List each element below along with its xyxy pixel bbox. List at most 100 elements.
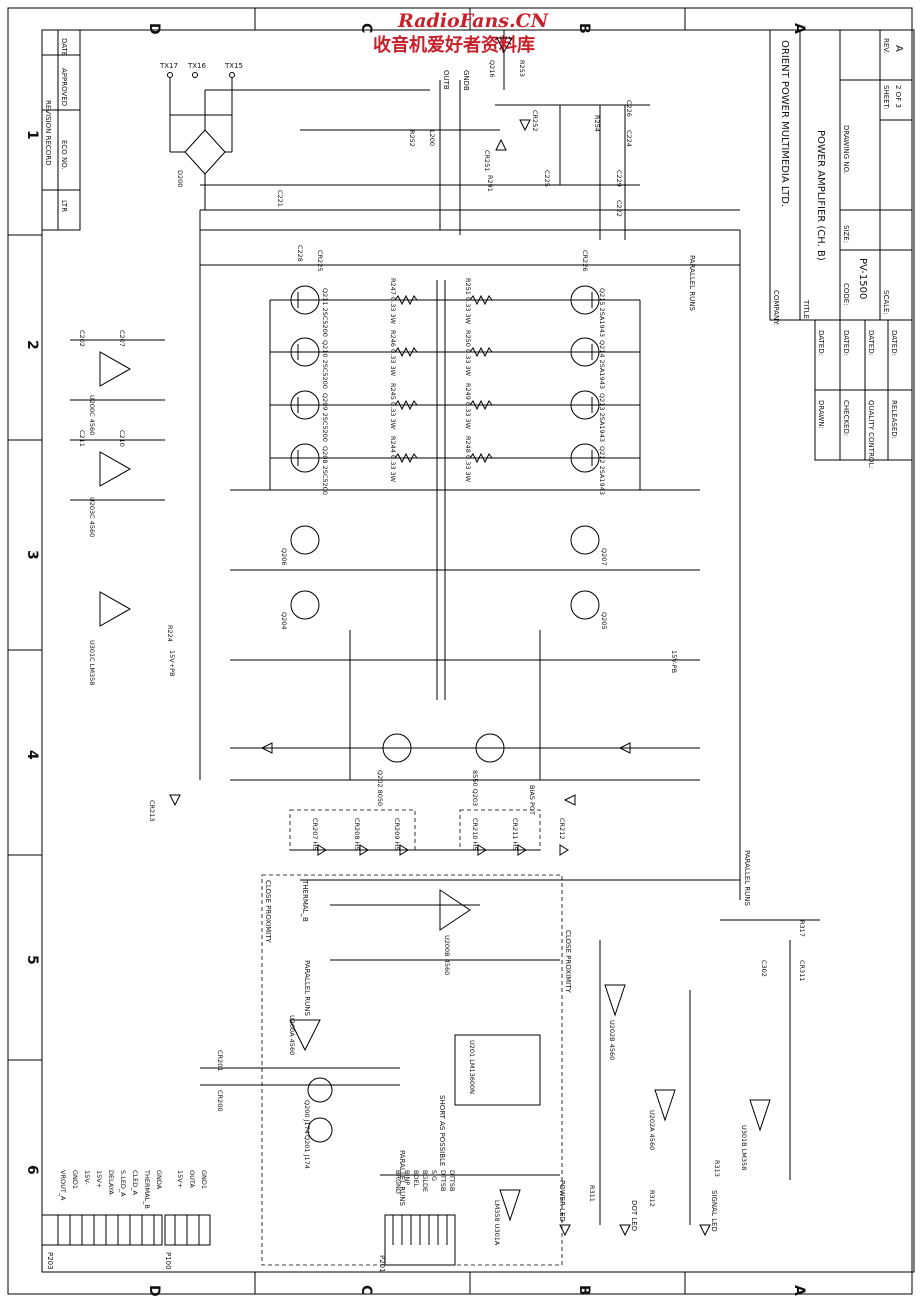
svg-text:CR209 HS: CR209 HS — [393, 818, 401, 851]
svg-text:U200A 4560: U200A 4560 — [288, 1015, 296, 1055]
svg-text:U203C 4560: U203C 4560 — [88, 497, 96, 537]
pin-p201-pins-4: BGLDE — [421, 1170, 429, 1192]
label-parallel-runs-3: PARALLEL RUNS — [398, 1150, 406, 1207]
resistor-label-r250: R250 0.33 3W — [464, 330, 472, 377]
title-company: ORIENT POWER MULTIMEDIA LTD. — [779, 40, 790, 207]
svg-text:C229: C229 — [615, 170, 623, 187]
watermark-subtitle: 收音机爱好者资料库 — [373, 34, 535, 56]
opamp-u301c — [99, 591, 132, 627]
grid-row-5: 5 — [24, 955, 40, 965]
resistor-r246 — [394, 346, 418, 358]
label-parallel-runs-2: PARALLEL RUNS — [303, 960, 311, 1017]
rail-tx17: TX17 — [159, 62, 178, 70]
svg-text:U202B 4560: U202B 4560 — [608, 1020, 616, 1060]
svg-text:C211: C211 — [78, 430, 86, 447]
label-close-proximity: CLOSE PROXIMITY — [264, 880, 272, 944]
bridge-rectifier-d200 — [184, 129, 226, 175]
p100-name: P100 — [164, 1252, 172, 1270]
opamp-u200a — [289, 1019, 321, 1052]
pin-p201-pins-7: DTTSB — [448, 1170, 456, 1191]
svg-text:C202: C202 — [78, 330, 86, 347]
p201-name: P201 — [378, 1255, 386, 1273]
transistor-q204 — [290, 590, 320, 620]
svg-text:Q202 8050: Q202 8050 — [376, 770, 384, 806]
opamp-u202b — [604, 984, 626, 1017]
led-section: POWER LED DOT LED SIGNAL LED R311 R312 R… — [558, 1160, 721, 1237]
resistor-r251 — [469, 294, 493, 306]
label-dot-led: DOT LED — [630, 1200, 638, 1231]
revision-record: REVISION RECORD LTR ECO NO. APPROVED DAT… — [41, 29, 81, 231]
svg-text:C302: C302 — [760, 960, 768, 977]
svg-text:8550 Q203: 8550 Q203 — [471, 770, 479, 806]
transistor-q200 — [307, 1077, 333, 1103]
rev-header-ltr: LTR — [60, 200, 68, 212]
grid-row-6: 6 — [24, 1165, 40, 1175]
svg-text:CR225: CR225 — [316, 250, 324, 271]
grid-col-b: B — [576, 23, 592, 34]
driver-stage: Q206 Q207 Q204 Q205 Q202 8050 8550 Q203 … — [148, 525, 700, 821]
svg-text:R317: R317 — [798, 920, 806, 937]
transistor-q214 — [570, 337, 600, 367]
label-gndb: GNDB — [462, 70, 470, 91]
transistor-label-q209: Q209 2SC5200 — [321, 393, 329, 442]
pin-p203-pins-1: VROUT_A — [59, 1170, 67, 1201]
pin-p203-pins-3: 15V- — [83, 1170, 91, 1185]
label-power-led: POWER LED — [558, 1180, 566, 1222]
grid-rows: 1 2 3 4 5 6 — [24, 130, 40, 1175]
svg-text:CR207 HS: CR207 HS — [311, 818, 319, 851]
opamp-u200b — [439, 889, 471, 931]
rail-tx16: TX16 — [187, 62, 207, 70]
title-block: ORIENT POWER MULTIMEDIA LTD. COMPANY: PO… — [769, 29, 913, 326]
label-parallel-runs-4: PARALLEL RUNS — [743, 850, 751, 907]
transistor-q212 — [570, 443, 600, 473]
code-label: CODE: — [842, 283, 850, 306]
grid-col-a: A — [791, 23, 807, 34]
transistor-q201 — [307, 1117, 333, 1143]
svg-text:CR201: CR201 — [216, 1050, 224, 1071]
svg-text:R252: R252 — [408, 130, 416, 147]
svg-text:CR211 HS: CR211 HS — [511, 818, 519, 851]
code-value: PV-1500 — [857, 258, 868, 299]
resistor-label-r244: R244 0.33 3W — [389, 436, 397, 483]
label-thermal-b-2: THERMAL_B — [301, 879, 309, 922]
resistor-label-r246: R246 0.33 3W — [389, 330, 397, 377]
transistor-q215 — [570, 285, 600, 315]
pin-p203-pins-9: GNDA — [155, 1170, 163, 1190]
resistor-label-r245: R245 0.33 3W — [389, 383, 397, 430]
svg-text:Q206: Q206 — [280, 548, 288, 566]
svg-text:Q205: Q205 — [600, 612, 608, 630]
title-label: TITLE: — [802, 299, 810, 321]
pin-p203-pins-8: THERMAL_B — [143, 1169, 151, 1209]
inner-border — [41, 29, 915, 1273]
heatsink-diodes: CR207 HS CR208 HS CR209 HS CR210 HS CR21… — [289, 809, 569, 856]
svg-text:LM358 U301A: LM358 U301A — [493, 1200, 501, 1246]
signoff-released: RELEASED: — [890, 400, 898, 439]
pin-p203-pins-4: 15V+ — [95, 1170, 103, 1188]
transistor-q209 — [290, 390, 320, 420]
resistor-r245 — [394, 399, 418, 411]
pin-p201-pins-5: SIG — [430, 1170, 438, 1181]
rev-label: REV. — [882, 38, 890, 53]
title-company-label: COMPANY: — [772, 290, 780, 326]
svg-text:C222: C222 — [615, 200, 623, 217]
transistor-label-q215: Q215 2SA1943 — [598, 288, 606, 337]
svg-text:CR210 HS: CR210 HS — [471, 818, 479, 851]
svg-text:Q204: Q204 — [280, 612, 288, 630]
svg-text:CR200: CR200 — [216, 1090, 224, 1111]
svg-text:C225: C225 — [543, 170, 551, 187]
svg-text:D200: D200 — [176, 170, 184, 187]
label-parallel-runs-top: PARALLEL RUNS — [688, 255, 696, 312]
grid-columns-bottom: D C B A — [146, 1285, 807, 1297]
resistor-label-r247: R247 0.33 3W — [389, 278, 397, 325]
signoff-qc: QUALITY CONTROL: — [867, 400, 875, 469]
dated-4: DATED: — [890, 330, 898, 356]
pin-p201-pins-1: BRGND — [394, 1170, 402, 1194]
size-label: SIZE: — [842, 225, 850, 243]
emitter-resistors-left: R247 0.33 3W R246 0.33 3W R245 0.33 3W R244… — [389, 278, 418, 483]
sheet-label: SHEET: — [882, 85, 890, 109]
grid-row-3: 3 — [24, 550, 40, 560]
svg-text:C207: C207 — [118, 330, 126, 347]
led-dot — [619, 1224, 631, 1237]
led-power — [559, 1224, 571, 1237]
grid-col-c: C — [358, 23, 374, 33]
